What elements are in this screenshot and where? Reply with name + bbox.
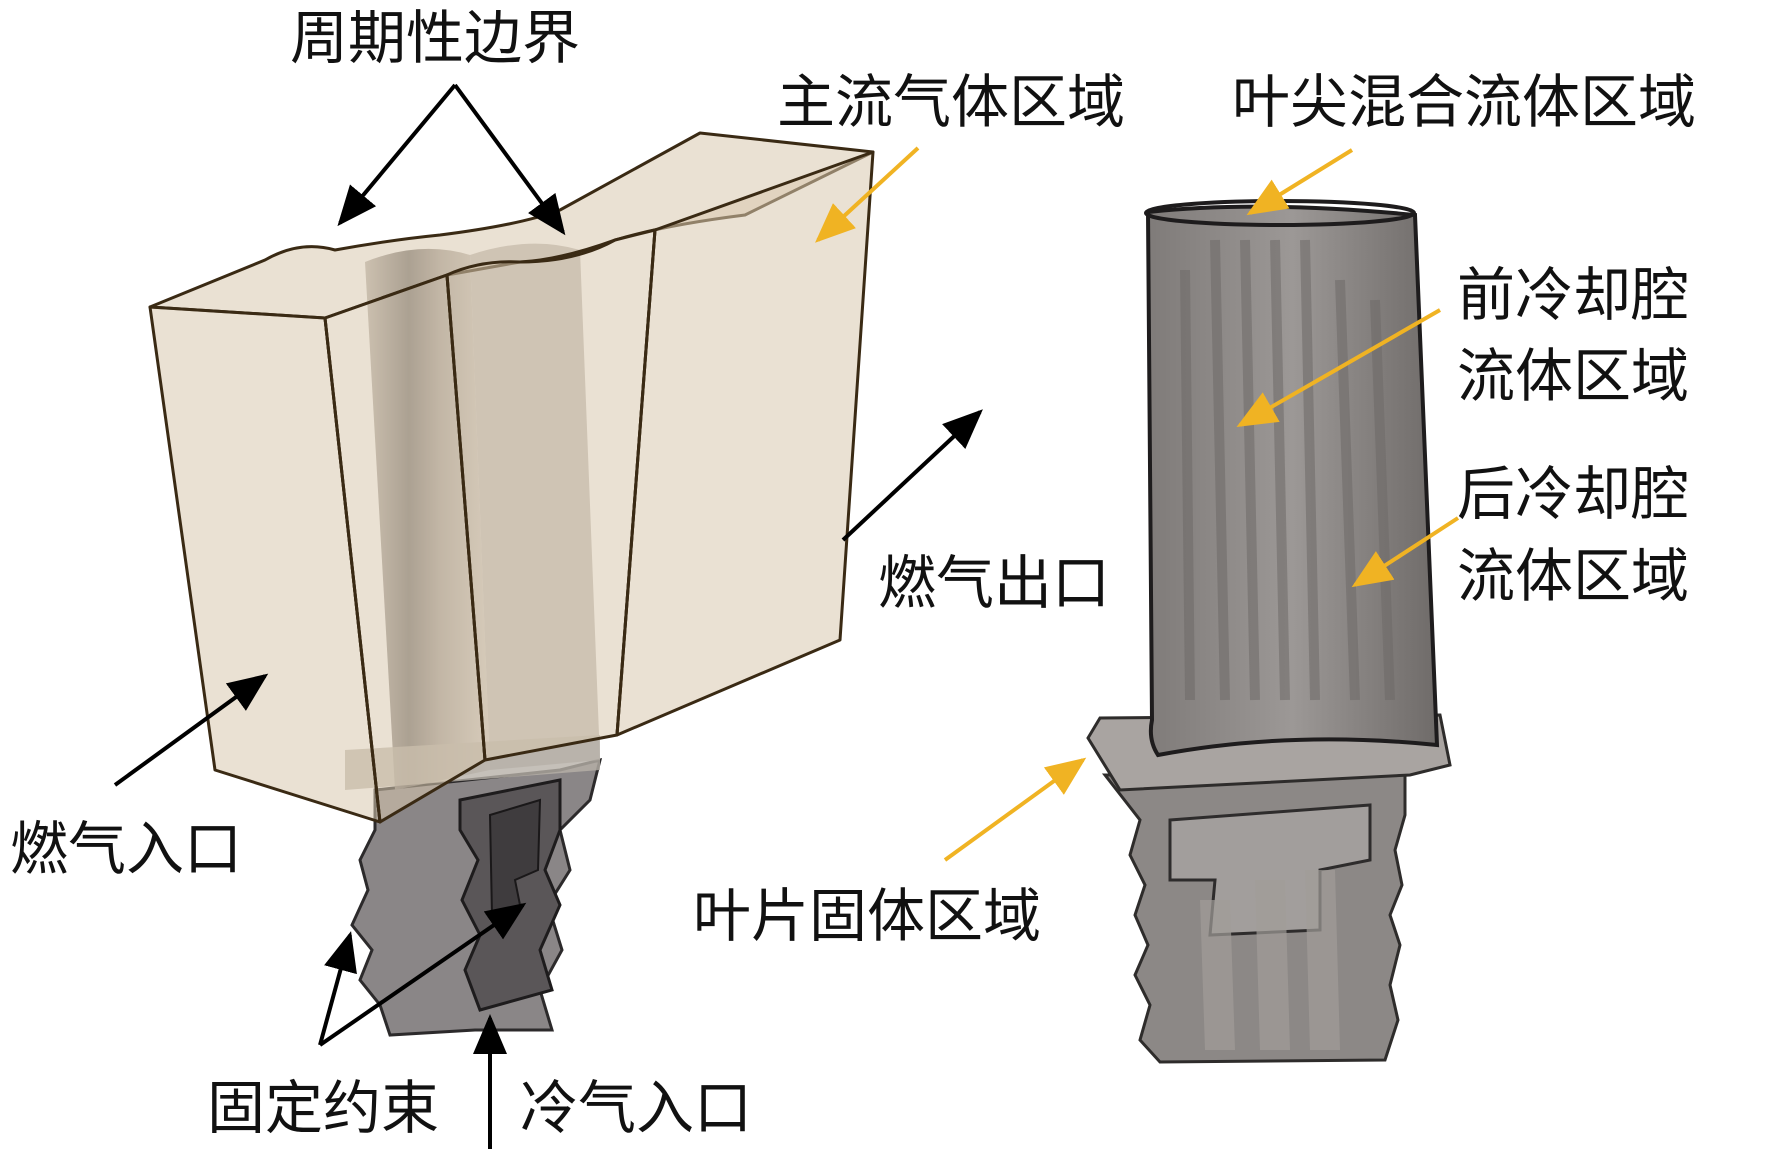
label-fixed-constraint: 固定约束 bbox=[207, 1074, 439, 1142]
arrow-blade-solid bbox=[943, 757, 1087, 862]
domain-edges bbox=[323, 229, 657, 823]
orange-arrows bbox=[815, 146, 1460, 862]
label-main-flow: 主流气体区域 bbox=[777, 68, 1125, 136]
label-front-cavity-2: 流体区域 bbox=[1457, 342, 1689, 410]
arrow-gas-outlet bbox=[841, 409, 983, 542]
arrow-gas-inlet bbox=[113, 673, 269, 787]
black-arrows bbox=[113, 83, 983, 1149]
arrow-fixed-1 bbox=[318, 931, 357, 1046]
arrow-periodic-left bbox=[337, 83, 457, 227]
labels: 周期性边界 主流气体区域 叶尖混合流体区域 前冷却腔 流体区域 后冷却腔 流体区… bbox=[10, 4, 1696, 1142]
label-gas-outlet: 燃气出口 bbox=[878, 549, 1110, 617]
right-blade-airfoil bbox=[1144, 199, 1440, 758]
arrow-periodic-right bbox=[453, 83, 566, 236]
right-blade-root bbox=[1101, 773, 1407, 1064]
left-blade-root bbox=[350, 757, 603, 1037]
main-flow-domain bbox=[148, 131, 875, 824]
label-tip-mixing: 叶尖混合流体区域 bbox=[1232, 68, 1696, 136]
arrow-front-cavity bbox=[1236, 308, 1441, 427]
arrow-main-flow bbox=[815, 146, 920, 243]
label-rear-cavity-1: 后冷却腔 bbox=[1457, 460, 1689, 528]
right-model bbox=[1086, 199, 1452, 1064]
arrow-rear-cavity bbox=[1351, 516, 1460, 588]
label-blade-solid: 叶片固体区域 bbox=[693, 882, 1041, 950]
label-rear-cavity-2: 流体区域 bbox=[1457, 542, 1689, 610]
label-cold-air-inlet: 冷气入口 bbox=[520, 1074, 752, 1142]
label-gas-inlet: 燃气入口 bbox=[10, 815, 242, 883]
left-model bbox=[148, 131, 875, 1037]
label-periodic-boundary: 周期性边界 bbox=[290, 4, 580, 72]
arrow-tip-mixing bbox=[1246, 148, 1354, 216]
label-front-cavity-1: 前冷却腔 bbox=[1457, 261, 1689, 329]
arrow-fixed-2 bbox=[318, 902, 527, 1047]
